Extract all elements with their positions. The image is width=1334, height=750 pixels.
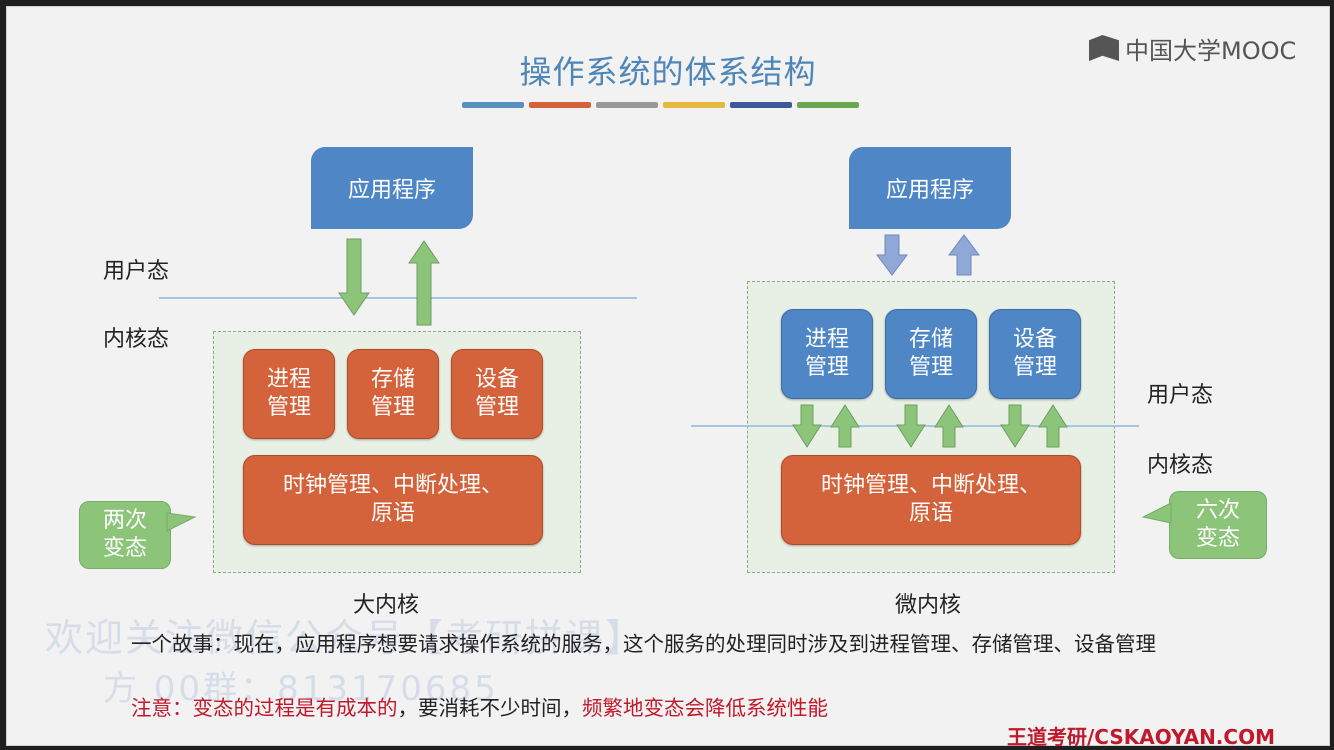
left-mode-boundary	[159, 297, 637, 299]
left-process-mgmt: 进程 管理	[243, 349, 335, 439]
right-device-up-arrow	[1038, 404, 1068, 448]
left-down-arrow	[338, 238, 370, 316]
story-text: 一个故事：现在，应用程序想要请求操作系统的服务，这个服务的处理同时涉及到进程管理…	[131, 632, 1156, 656]
right-app-up-arrow	[948, 234, 980, 276]
right-caption: 微内核	[895, 593, 962, 618]
title-color-bar	[462, 102, 524, 108]
right-kernel-mode-label: 内核态	[1147, 453, 1214, 478]
right-bubble-tail	[1141, 502, 1172, 524]
right-app-down-arrow	[876, 234, 908, 276]
left-up-arrow	[408, 240, 440, 326]
left-switch-bubble: 两次 变态	[79, 501, 171, 569]
right-user-mode-label: 用户态	[1147, 383, 1214, 408]
left-app-box: 应用程序	[311, 147, 473, 229]
watermark-line1: 欢迎关注微信公众号【考研拼课】	[45, 616, 646, 660]
left-storage-mgmt: 存储 管理	[347, 349, 439, 439]
slide-title: 操作系统的体系结构	[519, 53, 817, 91]
slide: 操作系统的体系结构 中国大学MOOC 应用程序 用户态 内核态 进程 管理 存储…	[6, 6, 1330, 749]
right-process-down-arrow	[792, 404, 822, 448]
logo-text: 中国大学MOOC	[1125, 36, 1297, 65]
left-kernel-mode-label: 内核态	[103, 327, 170, 352]
right-device-mgmt: 设备 管理	[989, 309, 1081, 399]
footer-brand: 王道考研/CSKAOYAN.COM	[1007, 725, 1275, 749]
watermark-line2: 方 00群：813170685	[103, 669, 499, 709]
right-storage-down-arrow	[896, 404, 926, 448]
diagram-arrows	[166, 234, 1172, 532]
note-part-time: ，要消耗不少时间，	[397, 696, 583, 720]
left-caption: 大内核	[353, 593, 420, 618]
left-device-mgmt: 设备 管理	[451, 349, 543, 439]
left-kernel-base: 时钟管理、中断处理、 原语	[243, 455, 543, 545]
title-color-bar	[663, 102, 725, 108]
title-color-bar	[797, 102, 859, 108]
right-process-mgmt: 进程 管理	[781, 309, 873, 399]
right-storage-up-arrow	[934, 404, 964, 448]
right-kernel-base: 时钟管理、中断处理、 原语	[781, 455, 1081, 545]
right-app-box: 应用程序	[849, 147, 1011, 229]
note-part-performance: 频繁地变态会降低系统性能	[582, 696, 828, 720]
right-switch-bubble: 六次 变态	[1169, 491, 1267, 559]
title-color-bar	[596, 102, 658, 108]
title-color-bar	[730, 102, 792, 108]
title-color-bar	[529, 102, 591, 108]
right-storage-mgmt: 存储 管理	[885, 309, 977, 399]
left-bubble-tail	[166, 512, 197, 532]
note-text: 注意：变态的过程是有成本的，要消耗不少时间，频繁地变态会降低系统性能	[131, 691, 828, 721]
left-user-mode-label: 用户态	[103, 259, 170, 284]
note-part-cost: 注意：变态的过程是有成本的	[131, 696, 398, 720]
right-process-up-arrow	[830, 404, 860, 448]
right-device-down-arrow	[1000, 404, 1030, 448]
mooc-logo: 中国大学MOOC	[1089, 31, 1296, 65]
